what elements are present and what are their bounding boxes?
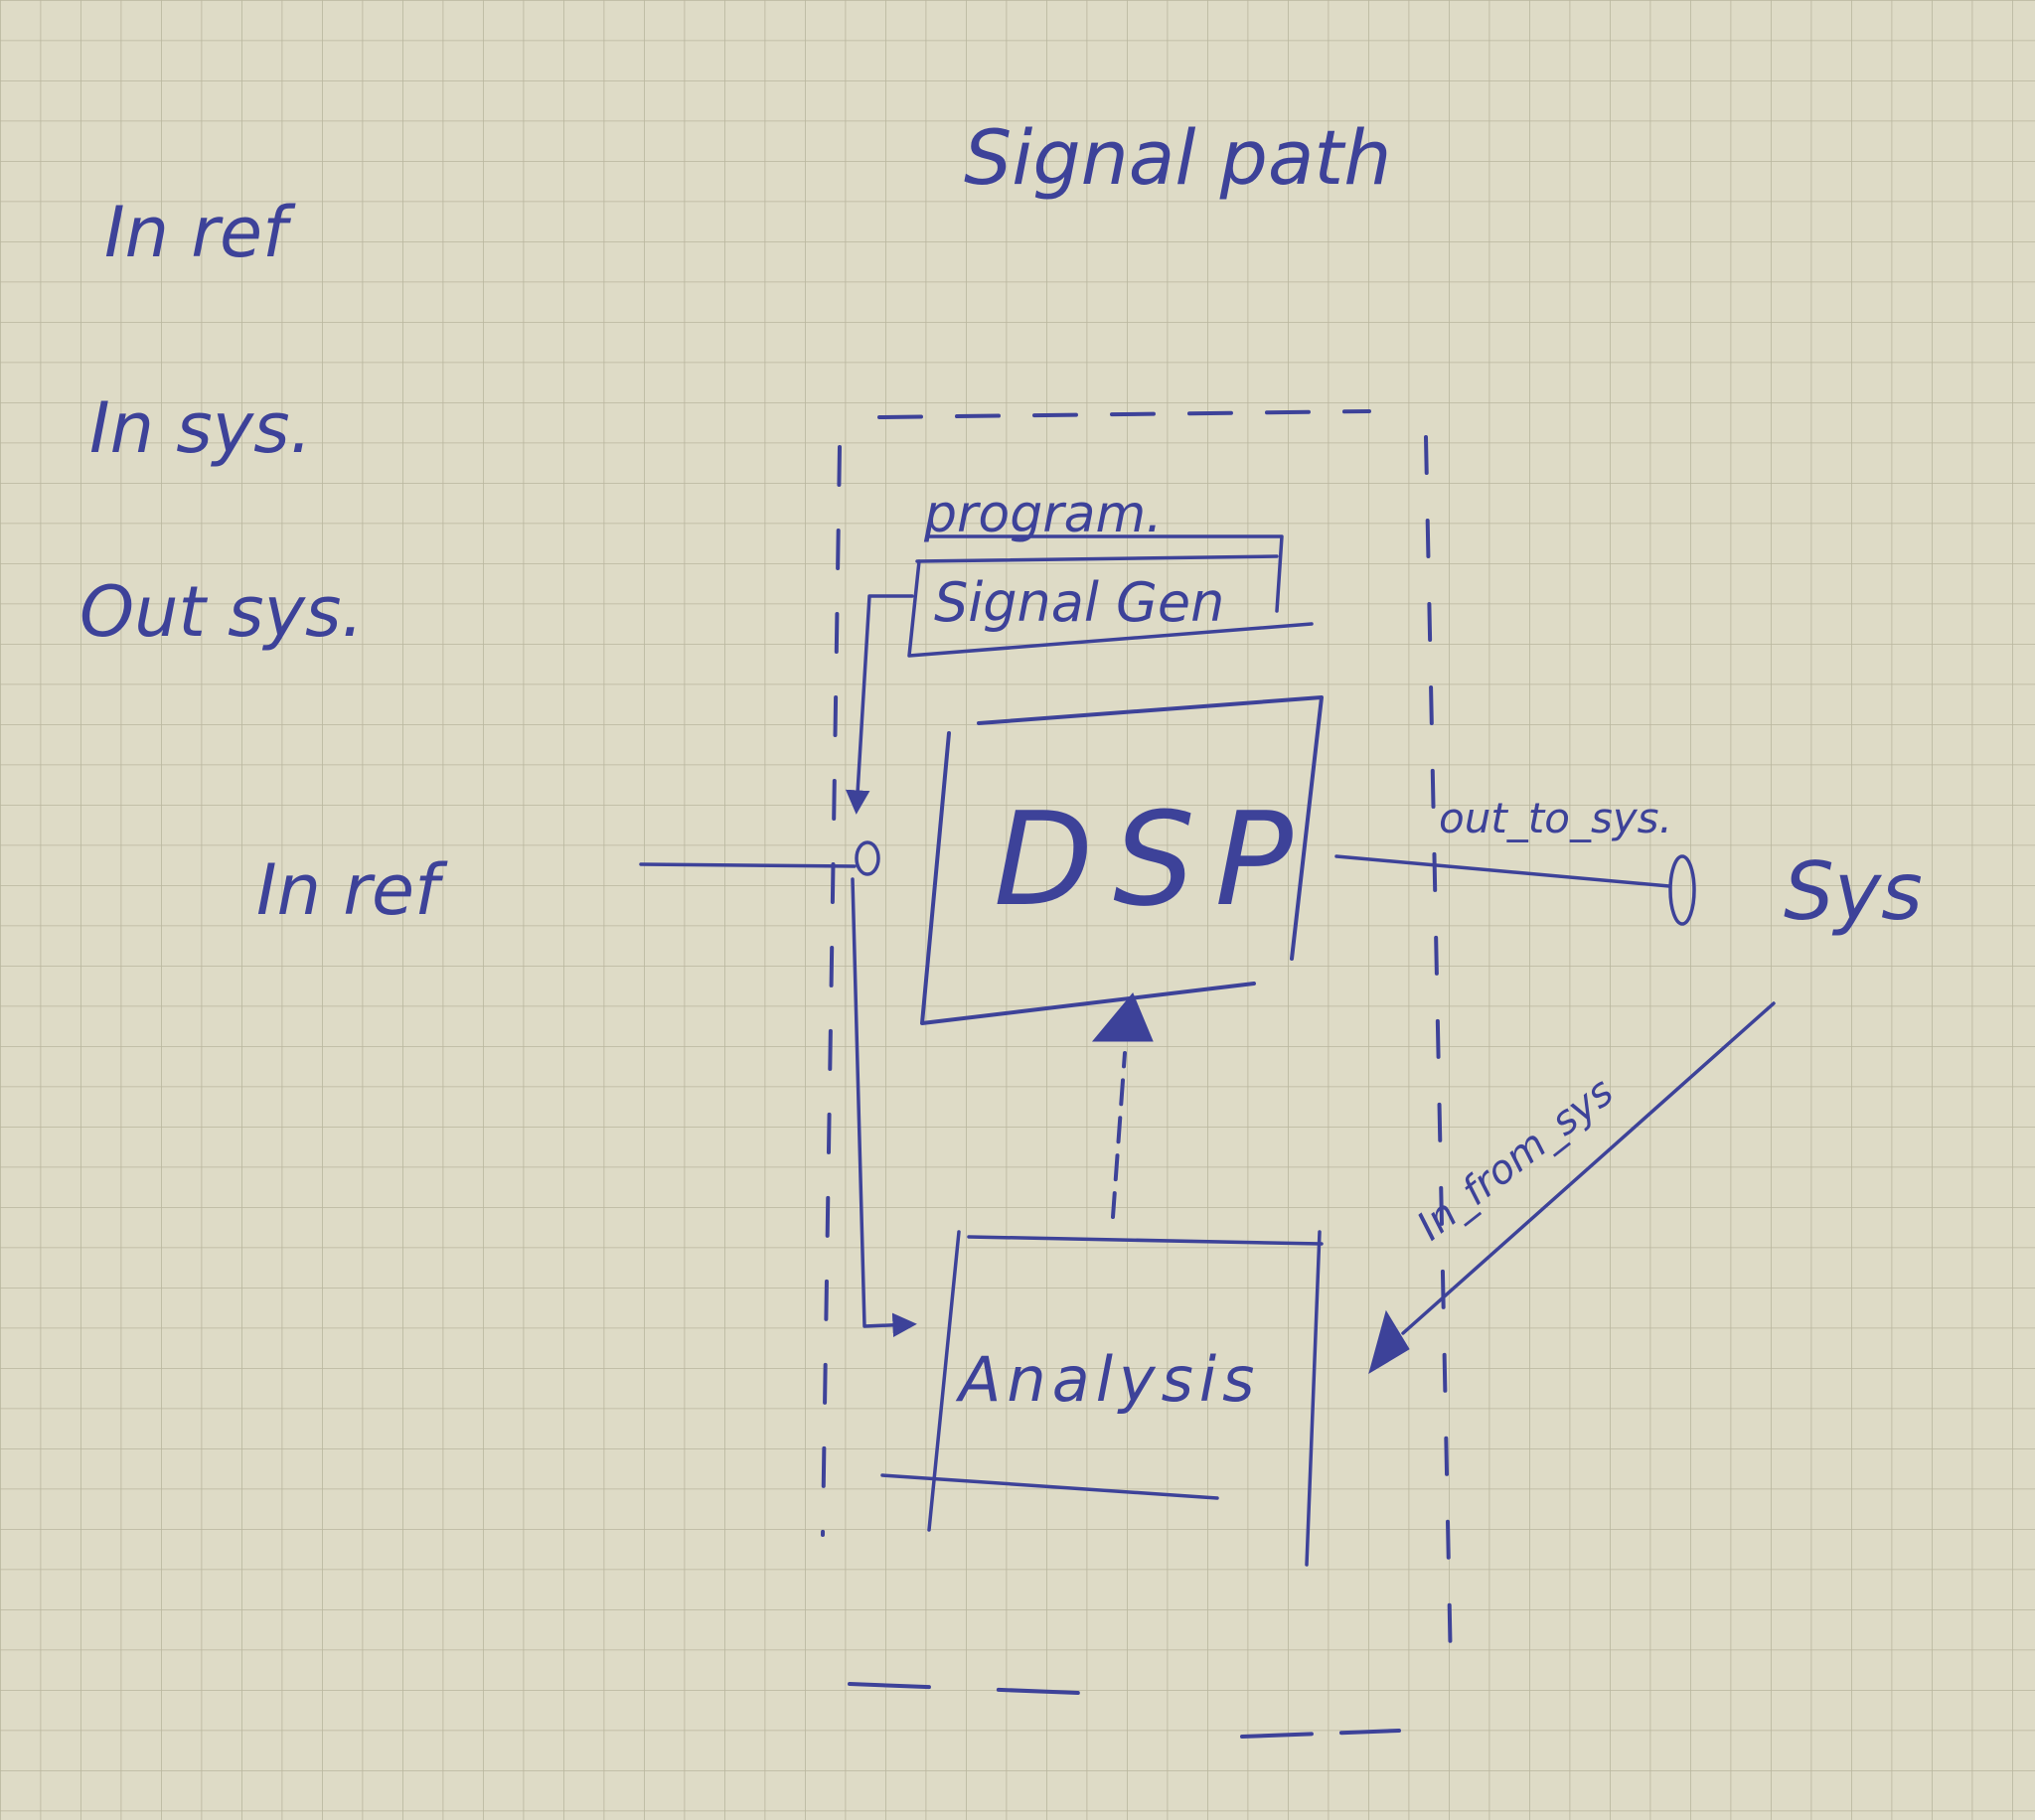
legend-item-in-sys: In sys. [89,387,312,469]
out-to-sys-label: out_to_sys. [1439,794,1672,842]
sys-node [1668,854,1696,926]
diagram-title: Signal path [964,113,1391,202]
legend-item-out-sys: Out sys. [79,571,364,653]
signal-gen-label: Signal Gen [934,571,1224,634]
analysis-block: Analysis [880,1230,1324,1567]
legend: In ref In sys. Out sys. [79,192,364,653]
in-ref-line [639,862,857,868]
out-to-sys-connection: out_to_sys. Sys [1334,794,1923,938]
sys-terminal-label: Sys [1784,845,1923,938]
in-ref-node [855,840,880,876]
in-ref-terminal-label: In ref [256,849,448,931]
legend-item-in-ref: In ref [104,192,296,273]
program-label: program. [923,485,1163,544]
feed-to-analysis [851,877,917,1338]
system-boundary [821,409,1453,1739]
analysis-label: Analysis [955,1343,1260,1416]
analysis-to-dsp-arrowhead [1091,992,1154,1042]
dsp-label: DSP [994,784,1313,935]
dsp-block: DSP [920,695,1324,1025]
signal-gen-block: program. Signal Gen [907,485,1314,658]
in-from-sys-arrowhead [1368,1309,1410,1375]
analysis-to-dsp-arrow [1091,992,1154,1219]
